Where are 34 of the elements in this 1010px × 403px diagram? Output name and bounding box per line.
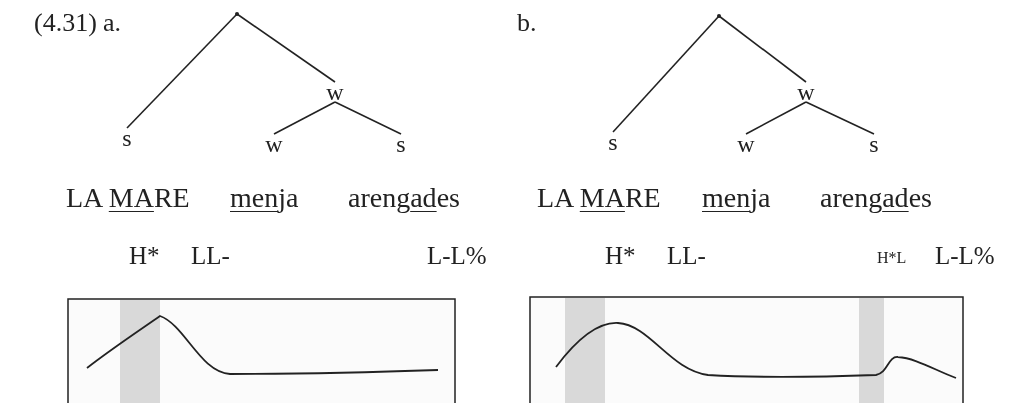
tree-node-label: w [795, 80, 817, 104]
word: LA MARE [537, 184, 661, 212]
tree-branch [745, 101, 807, 135]
tone-label: LL- [667, 243, 706, 268]
tone-label: LL- [191, 243, 230, 268]
example-number: (4.31) [34, 10, 97, 36]
tree-branch [334, 101, 402, 135]
tree-branch [126, 13, 238, 129]
tree-node-label: w [735, 132, 757, 156]
word: LA MARE [66, 184, 190, 212]
tree-node-label: s [116, 126, 138, 150]
tone-label: L-L% [935, 243, 995, 268]
tree-branch [236, 13, 336, 83]
tree-branch [805, 101, 875, 135]
tree-node-label: w [263, 132, 285, 156]
tree-branch [718, 15, 807, 83]
word: menja [230, 184, 299, 212]
tree-apex [717, 14, 721, 18]
tree-branch [612, 15, 720, 133]
tone-label: H* [605, 243, 636, 268]
tone-label: L-L% [427, 243, 487, 268]
tree-node-label: s [390, 132, 412, 156]
word: menja [702, 184, 771, 212]
tone-label: H* [129, 243, 160, 268]
example-letter: b. [517, 10, 537, 36]
tree-branch [273, 101, 336, 135]
tree-apex [235, 12, 239, 16]
tree-node-label: w [324, 80, 346, 104]
tree-node-label: s [863, 132, 885, 156]
tone-label: H*L [877, 250, 907, 266]
word: arengades [820, 184, 932, 212]
word: arengades [348, 184, 460, 212]
example-letter: a. [103, 10, 122, 36]
tree-node-label: s [602, 130, 624, 154]
